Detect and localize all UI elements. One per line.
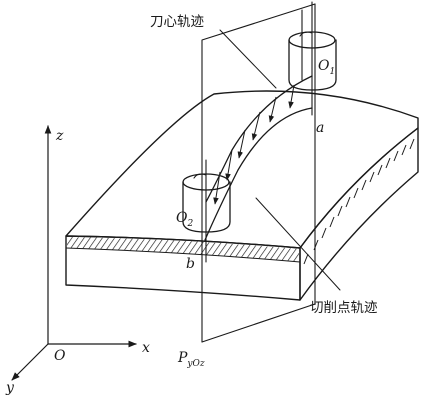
workpiece-top-surface (65, 90, 419, 249)
workpiece-right-face (299, 127, 419, 301)
coordinate-axes (11, 125, 137, 381)
origin-label: O (54, 348, 66, 364)
point-b-label: b (186, 256, 195, 272)
tool-o2 (182, 159, 231, 263)
tool-center-path-label: 刀心轨迹 (150, 14, 204, 30)
x-axis-label: x (142, 340, 150, 356)
cut-path-leader (255, 197, 341, 291)
plane-label: PyOz (177, 350, 205, 369)
tool-o1 (288, 1, 337, 116)
normal-arrows (213, 84, 295, 205)
cutting-point-path (204, 107, 313, 241)
y-axis-label: y (5, 380, 15, 396)
tool-path-leader (219, 29, 277, 89)
z-axis-label: z (55, 128, 64, 144)
plane-pyoz (201, 3, 316, 343)
point-o1-label: O1 (318, 58, 335, 77)
tool-center-path (205, 75, 313, 203)
workpiece (65, 90, 419, 301)
tool-paths (204, 75, 313, 241)
point-o2-label: O2 (176, 210, 193, 229)
y-axis (11, 343, 49, 381)
front-section-hatch (67, 237, 299, 262)
point-a-label: a (316, 120, 324, 136)
right-face-hatch (303, 138, 415, 265)
cutting-point-path-label: 切削点轨迹 (310, 300, 378, 316)
